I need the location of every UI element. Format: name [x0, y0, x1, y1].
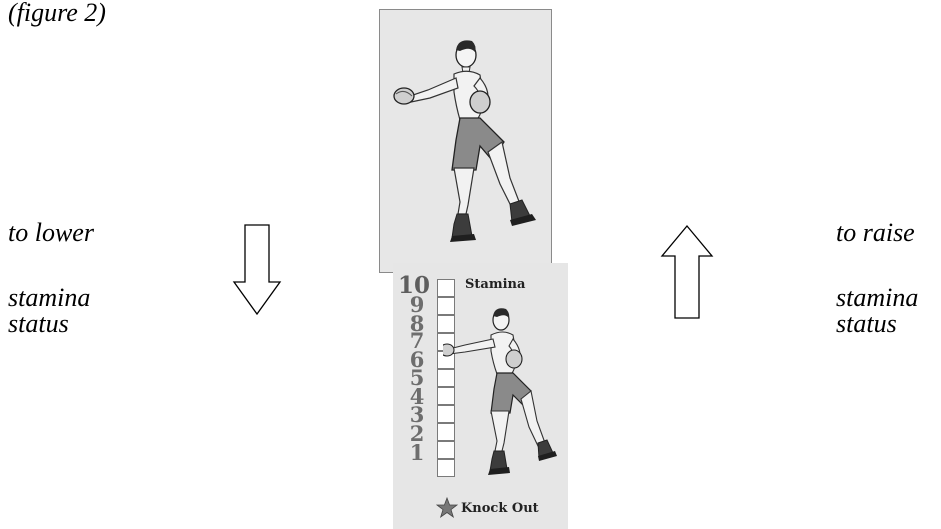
- stamina-number-1: 1: [399, 443, 435, 463]
- star-icon: [436, 497, 458, 519]
- boxer-card[interactable]: [379, 9, 552, 273]
- lower-instruction: to lower: [8, 220, 94, 246]
- lower-line-2: stamina: [8, 285, 90, 311]
- raise-line-1: to raise: [836, 220, 915, 246]
- lower-line-3: status: [8, 311, 90, 337]
- knock-out-label: Knock Out: [461, 501, 539, 516]
- boxer-figure-icon: [380, 10, 551, 272]
- raise-instruction: to raise: [836, 220, 915, 246]
- boxer-figure-small-icon: [443, 285, 563, 495]
- raise-instruction-2: stamina status: [836, 285, 918, 337]
- lower-line-1: to lower: [8, 220, 94, 246]
- figure-caption: (figure 2): [8, 0, 106, 28]
- up-arrow-icon: [660, 224, 714, 320]
- lower-instruction-2: stamina status: [8, 285, 90, 337]
- stamina-card[interactable]: 10 9 8 7 6 5 4 3 2 1 Stamina Knock Out: [393, 263, 568, 529]
- down-arrow-icon: [232, 224, 282, 316]
- raise-line-2: stamina: [836, 285, 918, 311]
- raise-line-3: status: [836, 311, 918, 337]
